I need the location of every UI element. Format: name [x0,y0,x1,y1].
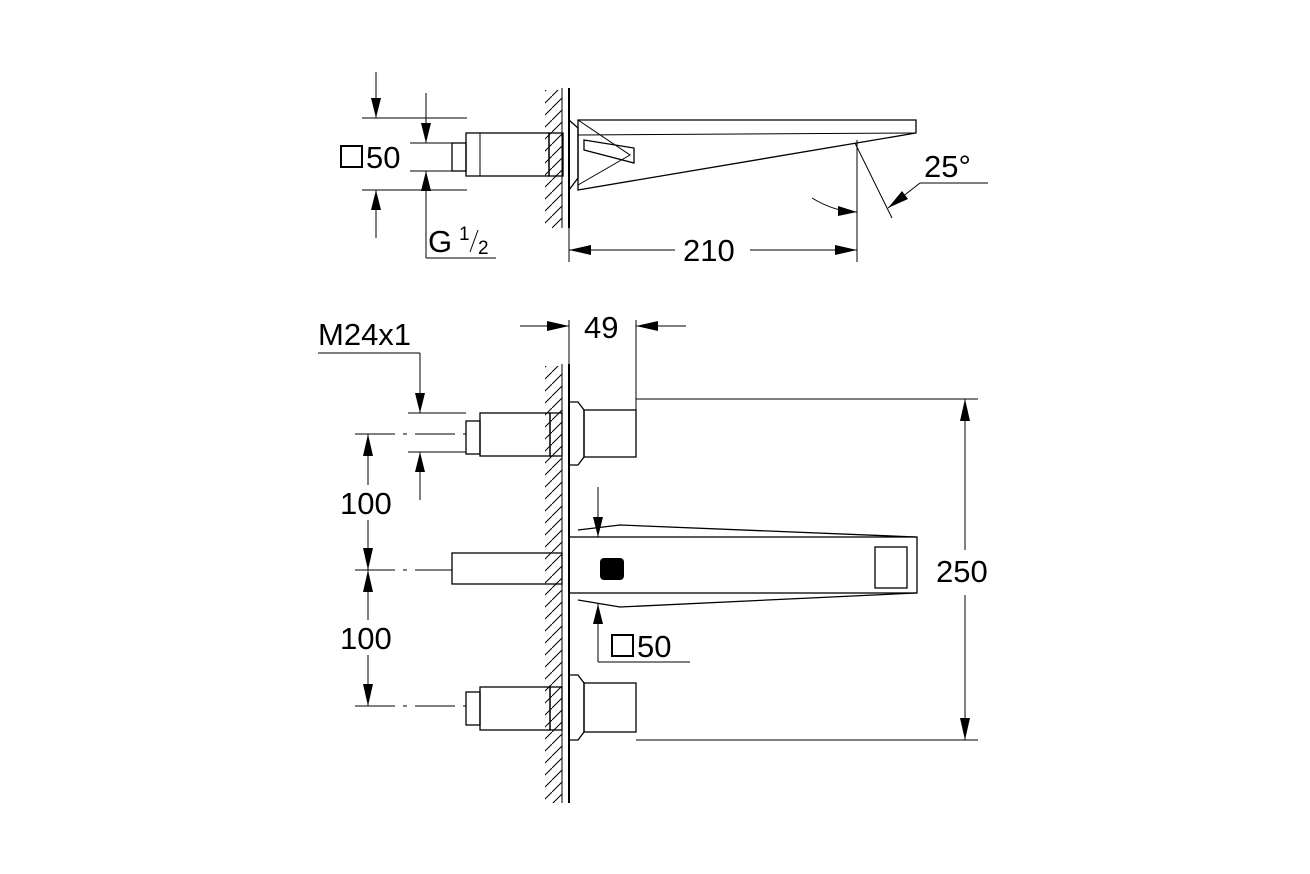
handle-upper [465,401,637,466]
handle-lower [465,674,637,741]
dim-height: 250 [636,398,988,741]
dim-m24-label: M24x1 [318,317,411,352]
front-view: M24x1 49 100 100 [318,310,988,803]
dim-square-top: 50 [340,72,467,238]
dim-height-label: 250 [936,554,988,589]
dim-square-front-label: 50 [637,629,671,664]
dim-square-top-label: 50 [366,140,400,175]
dim-angle-label: 25° [924,149,971,184]
dim-spacing: 100 100 [340,434,392,706]
spout-front [451,524,918,608]
square-symbol-icon [611,634,634,657]
dim-depth-label: 49 [584,310,618,345]
dim-m24: M24x1 [318,317,466,500]
dim-length: 210 [568,140,858,268]
dim-thread-top: G 1 2 [421,93,496,259]
thread-g-label: G [428,224,452,259]
dim-spacing-lower-label: 100 [340,621,392,656]
square-symbol-icon [340,145,363,168]
dim-length-label: 210 [683,233,735,268]
dim-angle: 25° [811,142,988,219]
grohe-logo-icon [600,558,624,580]
dim-spacing-upper-label: 100 [340,486,392,521]
dim-square-front: 50 [593,487,690,664]
thread-numerator: 1 [459,224,470,245]
wall-top [545,88,570,228]
top-view: 50 G 1 2 210 [340,72,988,268]
spout-top [568,119,917,191]
thread-denominator: 2 [478,238,489,259]
dim-depth: 49 [520,310,686,410]
centerlines [355,433,466,707]
connector-top [451,132,564,177]
